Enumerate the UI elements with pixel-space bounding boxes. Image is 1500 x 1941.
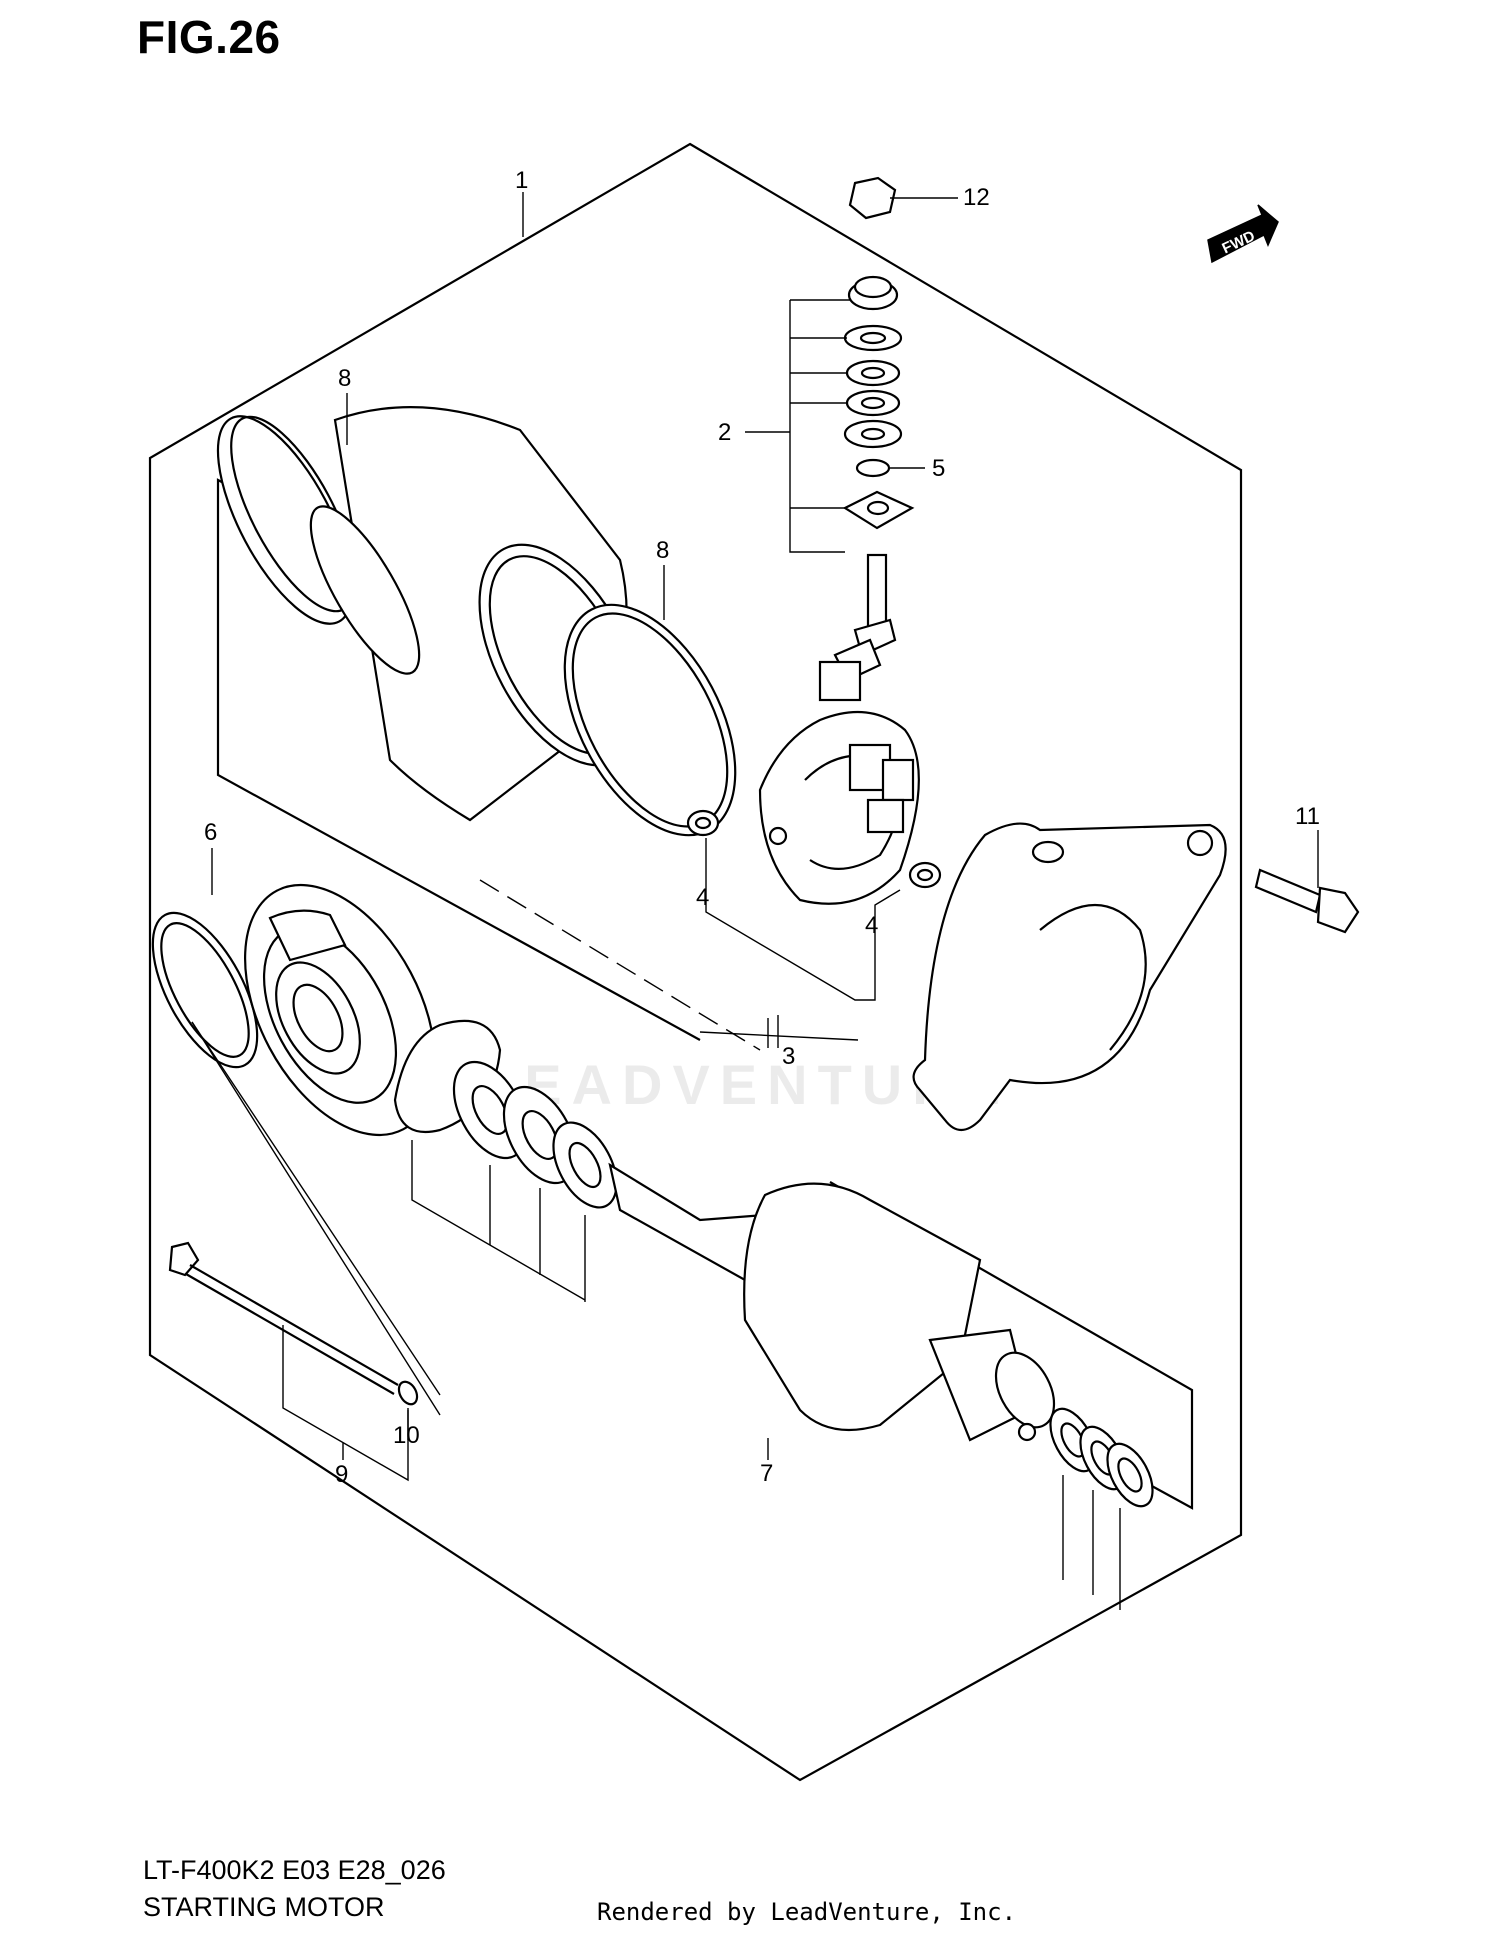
o-ring-front — [151, 911, 259, 1069]
leader-lines — [191, 192, 1319, 1610]
callout-2: 2 — [718, 419, 731, 446]
front-housing — [243, 883, 437, 1137]
motor-yoke — [216, 406, 642, 822]
brush-holder — [758, 710, 920, 905]
callout-6: 6 — [204, 819, 217, 846]
callout-10: 10 — [393, 1422, 420, 1449]
callout-9: 9 — [335, 1461, 348, 1488]
render-credit: Rendered by LeadVenture, Inc. — [597, 1898, 1017, 1926]
callout-8-upper: 8 — [338, 365, 351, 392]
shaft-group-frame — [829, 1181, 1194, 1510]
model-code: LT-F400K2 E03 E28_026 — [143, 1855, 446, 1885]
spring-left — [686, 809, 720, 837]
through-bolt — [168, 1241, 399, 1395]
figure-title: FIG.26 — [137, 11, 281, 63]
washer-right-3 — [1106, 1442, 1154, 1508]
watermark: LEADVENTURE — [480, 1053, 1011, 1116]
callout-8-lower: 8 — [656, 537, 669, 564]
callout-4-left: 4 — [696, 884, 709, 911]
armature — [608, 1162, 1056, 1442]
callout-4-right: 4 — [865, 912, 878, 939]
callout-12: 12 — [963, 184, 990, 211]
spring-right — [908, 861, 942, 889]
terminal-stack — [818, 176, 915, 702]
callout-11: 11 — [1295, 803, 1320, 830]
small-o-ring — [397, 1380, 419, 1406]
axis-line — [479, 879, 761, 1051]
callout-1: 1 — [515, 167, 528, 194]
fwd-arrow-icon: FWD — [1207, 204, 1279, 264]
washer-3 — [552, 1121, 618, 1209]
callout-5: 5 — [932, 455, 945, 482]
callout-7: 7 — [760, 1460, 773, 1487]
rear-housing — [912, 822, 1227, 1132]
section-name: STARTING MOTOR — [143, 1892, 385, 1922]
callout-3: 3 — [782, 1043, 795, 1070]
assembly-outline — [148, 142, 1243, 1782]
housing-bolt — [1254, 868, 1360, 934]
